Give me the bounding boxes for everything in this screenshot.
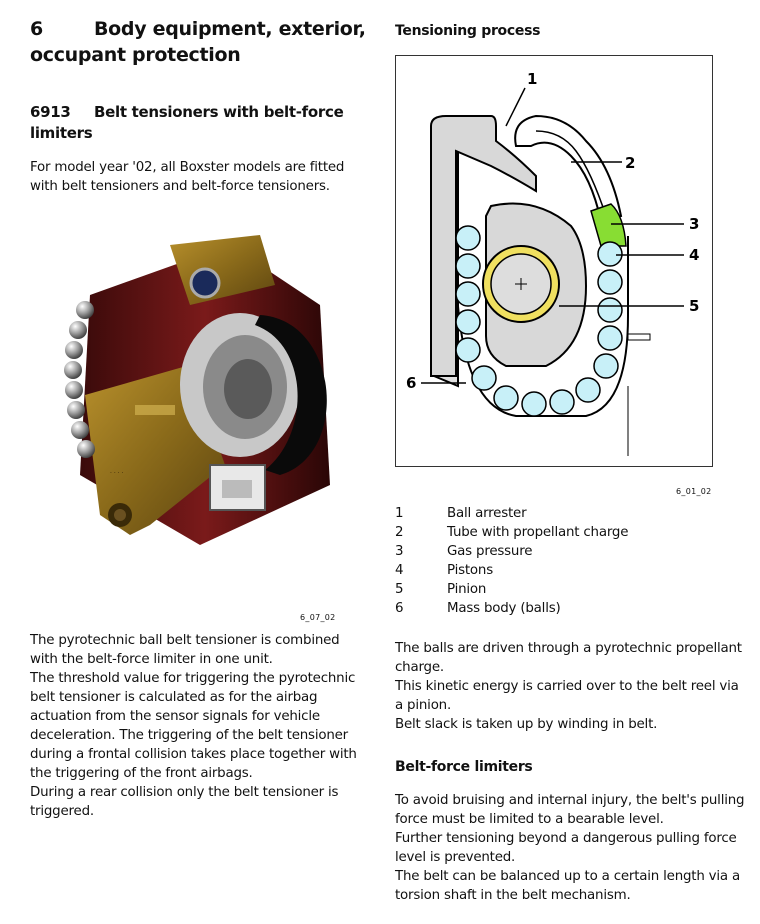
body-line: belt tensioner is calculated as for the …: [30, 690, 318, 705]
left-body-paragraph: The pyrotechnic ball belt tensioner is c…: [30, 631, 375, 821]
body-line: This kinetic energy is carried over to t…: [395, 679, 739, 694]
section-number: 6913: [30, 103, 71, 121]
body-line: The threshold value for triggering the p…: [30, 671, 356, 686]
body-line: the triggering of the front airbags.: [30, 766, 253, 781]
intro-line: For model year '02, all Boxster models a…: [30, 160, 345, 175]
body-line: deceleration. The triggering of the belt…: [30, 728, 348, 743]
body-line: force must be limited to a bearable leve…: [395, 812, 664, 827]
body-line: Further tensioning beyond a dangerous pu…: [395, 831, 737, 846]
limiters-paragraph: To avoid bruising and internal injury, t…: [395, 791, 745, 905]
body-line: The belt can be balanced up to a certain…: [395, 869, 740, 884]
diagram-heading: Tensioning process: [395, 23, 541, 39]
body-line: during a frontal collision takes place t…: [30, 747, 357, 762]
body-line: The balls are driven through a pyrotechn…: [395, 641, 742, 656]
legend-number: 6: [395, 601, 404, 616]
section-title-continued: limiters: [30, 124, 93, 142]
callout-2: 2: [625, 154, 635, 172]
legend-number: 3: [395, 544, 404, 559]
legend-number: 1: [395, 506, 404, 521]
callout-1: 1: [527, 70, 537, 88]
diagram-reference-code: 6_01_02: [676, 487, 712, 496]
body-line: level is prevented.: [395, 850, 516, 865]
right-body-paragraph: The balls are driven through a pyrotechn…: [395, 639, 745, 734]
intro-paragraph: For model year '02, all Boxster models a…: [30, 158, 370, 196]
body-line: triggered.: [30, 804, 94, 819]
chapter-title-continued: occupant protection: [30, 44, 241, 66]
legend-label: Mass body (balls): [447, 601, 561, 616]
legend-number: 4: [395, 563, 404, 578]
legend-label: Pinion: [447, 582, 487, 597]
legend-label: Tube with propellant charge: [447, 525, 629, 540]
intro-line: with belt tensioners and belt-force tens…: [30, 179, 330, 194]
body-line: The pyrotechnic ball belt tensioner is c…: [30, 633, 340, 648]
callout-3: 3: [689, 215, 699, 233]
callout-6: 6: [406, 374, 416, 392]
legend-label: Gas pressure: [447, 544, 533, 559]
svg-text:. . . .: . . . .: [110, 468, 123, 475]
section-title: Belt tensioners with belt-force: [94, 103, 344, 121]
limiters-heading: Belt-force limiters: [395, 759, 533, 775]
callout-5: 5: [689, 297, 699, 315]
legend-number: 2: [395, 525, 404, 540]
chapter-title: Body equipment, exterior,: [94, 18, 366, 40]
body-line: with the belt-force limiter in one unit.: [30, 652, 273, 667]
body-line: To avoid bruising and internal injury, t…: [395, 793, 745, 808]
tensioning-diagram: 1 2 3 4 5 6: [395, 55, 713, 467]
chapter-number: 6: [30, 18, 43, 40]
body-line: During a rear collision only the belt te…: [30, 785, 339, 800]
body-line: charge.: [395, 660, 444, 675]
body-line: a pinion.: [395, 698, 452, 713]
callout-4: 4: [689, 246, 699, 264]
belt-tensioner-photo: . . . .: [40, 225, 350, 555]
body-line: actuation from the sensor signals for ve…: [30, 709, 320, 724]
photo-reference-code: 6_07_02: [300, 613, 336, 622]
legend-label: Pistons: [447, 563, 493, 578]
body-line: torsion shaft in the belt mechanism.: [395, 888, 631, 903]
legend-label: Ball arrester: [447, 506, 527, 521]
body-line: Belt slack is taken up by winding in bel…: [395, 717, 658, 732]
legend-number: 5: [395, 582, 404, 597]
